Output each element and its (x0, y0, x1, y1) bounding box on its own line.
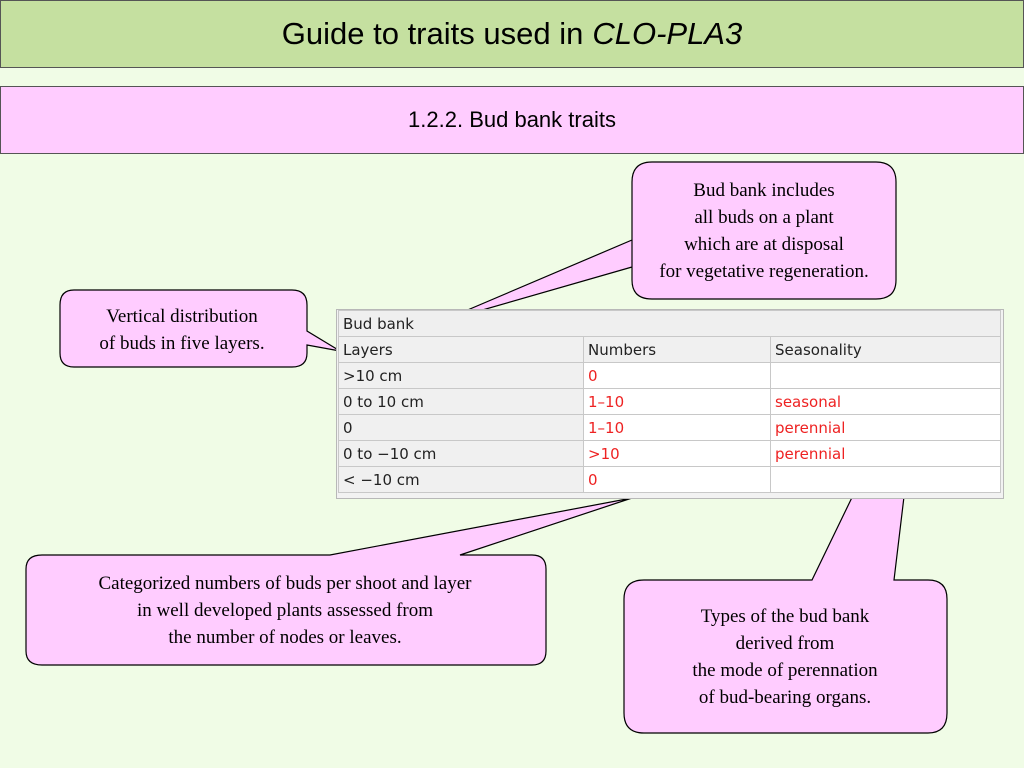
callout-bud-bank-text: Bud bank includes all buds on a plant wh… (659, 180, 869, 282)
layer-cell: 0 to −10 cm (338, 440, 584, 467)
callout-vertical-text: Vertical distribution of buds in five la… (99, 306, 265, 354)
column-header-numbers: Numbers (583, 336, 771, 363)
title-italic-text: CLO-PLA3 (592, 16, 743, 51)
table-caption-row: Bud bank (338, 310, 1001, 337)
table-row: 0 to −10 cm >10 perennial (338, 440, 1001, 467)
slide-subtitle: 1.2.2. Bud bank traits (0, 86, 1024, 154)
numbers-field[interactable]: 0 (583, 362, 771, 389)
seasonality-field[interactable] (770, 466, 1001, 493)
callout-numbers-text: Categorized numbers of buds per shoot an… (98, 573, 472, 648)
column-header-seasonality: Seasonality (770, 336, 1001, 363)
layer-cell: 0 (338, 414, 584, 441)
callout-types-shape (623, 354, 948, 734)
table-header-row: Layers Numbers Seasonality (338, 336, 1001, 363)
bud-bank-table: Bud bank Layers Numbers Seasonality >10 … (338, 310, 1001, 493)
seasonality-field[interactable] (770, 362, 1001, 389)
callout-bud-bank-shape (436, 161, 897, 324)
numbers-field[interactable]: >10 (583, 440, 771, 467)
numbers-field[interactable]: 1–10 (583, 388, 771, 415)
numbers-field[interactable]: 1–10 (583, 414, 771, 441)
callout-vertical-shape (59, 289, 341, 368)
callout-types-text: Types of the bud bank derived from the m… (692, 606, 878, 708)
table-row: 0 1–10 perennial (338, 414, 1001, 441)
table-row: >10 cm 0 (338, 362, 1001, 389)
title-text: Guide to traits used in (281, 16, 584, 51)
layer-cell: < −10 cm (338, 466, 584, 493)
subtitle-text: 1.2.2. Bud bank traits (408, 107, 616, 132)
table-row: 0 to 10 cm 1–10 seasonal (338, 388, 1001, 415)
seasonality-field[interactable]: perennial (770, 440, 1001, 467)
seasonality-field[interactable]: seasonal (770, 388, 1001, 415)
numbers-field[interactable]: 0 (583, 466, 771, 493)
seasonality-field[interactable]: perennial (770, 414, 1001, 441)
layer-cell: 0 to 10 cm (338, 388, 584, 415)
layer-cell: >10 cm (338, 362, 584, 389)
slide-title: Guide to traits used in CLO-PLA3 (0, 0, 1024, 68)
column-header-layers: Layers (338, 336, 584, 363)
table-caption: Bud bank (338, 310, 1001, 337)
table-row: < −10 cm 0 (338, 466, 1001, 493)
callout-numbers-shape (25, 497, 633, 666)
